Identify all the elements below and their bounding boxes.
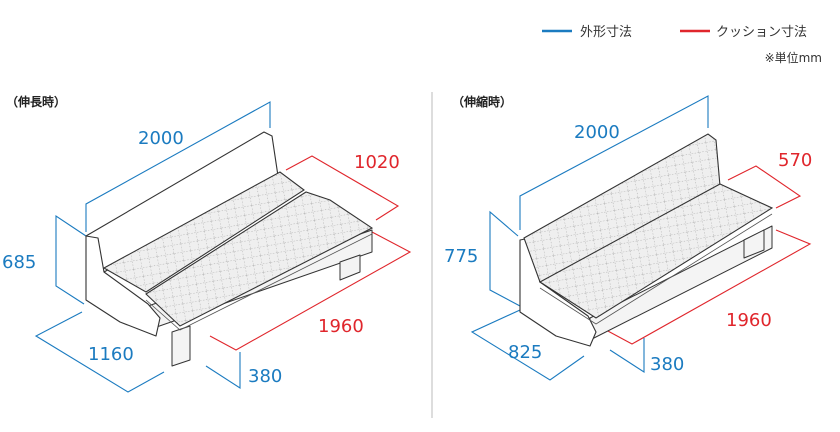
extended-cushion-width-line (209, 231, 412, 351)
extended-depth-line (34, 311, 165, 393)
compact-width-line (519, 95, 709, 230)
extended-seat-value: 380 (248, 366, 282, 387)
extended-leg-right (339, 254, 361, 281)
compact-label: （伸縮時） (452, 94, 512, 109)
extended-seat-front-cushion (145, 191, 374, 327)
extended-cushion-depth-value: 1020 (354, 152, 400, 173)
legend-cushion-label: クッション寸法 (716, 25, 807, 40)
compact-seat-line (609, 338, 645, 374)
compact-leg (743, 229, 765, 259)
compact-depth-value: 825 (508, 342, 542, 363)
compact-sofa (519, 133, 774, 347)
extended-outer-dimensions (34, 101, 271, 393)
extended-label: （伸長時） (6, 94, 66, 109)
extended-cushion-width-value: 1960 (318, 316, 364, 337)
extended-width-value: 2000 (138, 128, 184, 149)
compact-outer-dimensions (470, 95, 709, 381)
compact-seat-value: 380 (650, 354, 684, 375)
extended-left-arm (85, 235, 161, 337)
extended-leg (171, 325, 191, 367)
compact-height-line (489, 210, 521, 307)
compact-view: （伸縮時） 2000 775 825 380 (444, 94, 812, 381)
compact-height-value: 775 (444, 246, 478, 267)
compact-cushion-width-value: 1960 (726, 310, 772, 331)
extended-depth-value: 1160 (88, 344, 134, 365)
compact-seat-cushion (538, 183, 774, 319)
compact-cushion-depth-value: 570 (778, 150, 812, 171)
extended-view: （伸長時） (2, 94, 412, 393)
extended-seat-back-cushion (102, 171, 305, 293)
extended-seat-line (205, 352, 241, 390)
extended-cushion-depth-line (285, 155, 400, 221)
legend-outer-label: 外形寸法 (580, 25, 632, 40)
extended-cushion-edge (145, 233, 373, 331)
extended-sofa (85, 131, 374, 367)
legend: 外形寸法 クッション寸法 ※単位mm (542, 25, 822, 65)
compact-cushion-dimensions (605, 165, 812, 345)
compact-width-value: 2000 (574, 122, 620, 143)
compact-cushion-width-line (605, 229, 812, 345)
extended-width-line (85, 101, 271, 232)
compact-cushion-edge (539, 213, 773, 325)
compact-cushion-depth-line (727, 165, 802, 209)
compact-depth-line (470, 309, 585, 381)
unit-note: ※単位mm (765, 50, 822, 65)
extended-height-value: 685 (2, 252, 36, 273)
extended-cushion-dimensions (209, 155, 412, 351)
extended-height-line (55, 214, 87, 305)
